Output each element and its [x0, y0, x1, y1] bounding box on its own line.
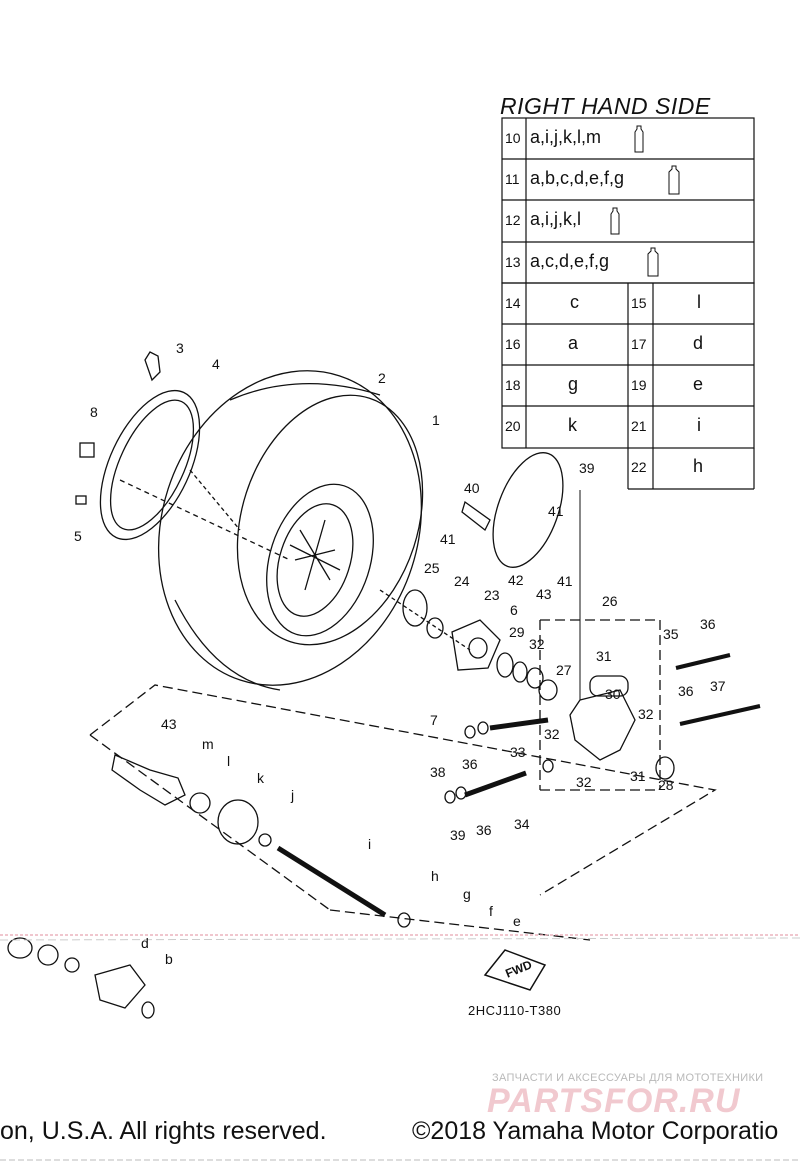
grease-tube-icon: [610, 207, 620, 235]
kit-parts: a,i,j,k,l: [530, 209, 582, 229]
item-number: 17: [631, 336, 647, 352]
callout: 2: [378, 370, 386, 386]
callout: 1: [432, 412, 440, 428]
drive-shaft-drawing: [111, 754, 411, 928]
fwd-arrow-outline: [483, 949, 547, 991]
callout: 41: [548, 503, 564, 519]
callout: 28: [658, 777, 674, 793]
callout: h: [431, 868, 439, 884]
kit-parts: a,i,j,k,l,m: [530, 127, 602, 147]
item-letter: c: [570, 292, 579, 312]
callout: 43: [161, 716, 177, 732]
callout: 39: [579, 460, 595, 476]
callout: 36: [462, 756, 478, 772]
grease-tube-icon: [668, 165, 680, 195]
item-letter: e: [693, 374, 704, 394]
item-number: 21: [631, 418, 647, 434]
item-number: 22: [631, 459, 647, 475]
item-letter: i: [697, 415, 701, 435]
kit-parts: a,c,d,e,f,g: [530, 251, 610, 271]
callout: 36: [476, 822, 492, 838]
callout: 7: [430, 712, 438, 728]
grease-tube-icon: [634, 125, 644, 153]
callout: 32: [638, 706, 654, 722]
callout: f: [489, 903, 493, 919]
item-letter: d: [693, 333, 704, 353]
item-number: 15: [631, 295, 647, 311]
callout: g: [463, 886, 471, 902]
callout: 31: [596, 648, 612, 664]
callout: 35: [663, 626, 679, 642]
item-letter: l: [697, 292, 701, 312]
callout: d: [141, 935, 149, 951]
callout: 32: [576, 774, 592, 790]
callout: l: [227, 753, 231, 769]
callout: m: [202, 736, 214, 752]
item-number: 20: [505, 418, 521, 434]
diagram-code: 2HCJ110-T380: [468, 1003, 562, 1018]
kit-number: 13: [505, 254, 521, 270]
kit-number: 10: [505, 130, 521, 146]
table-title: RIGHT HAND SIDE: [500, 93, 711, 119]
callout: 25: [424, 560, 440, 576]
callout: 36: [700, 616, 716, 632]
parts-table-grid: [501, 117, 755, 490]
kit-number: 12: [505, 212, 521, 228]
hub-drawing: [379, 589, 558, 701]
item-number: 18: [505, 377, 521, 393]
callout: i: [368, 836, 372, 852]
callout: 32: [529, 636, 545, 652]
callout: k: [257, 770, 264, 786]
beadlock-ring-drawing: [99, 389, 291, 561]
callout: j: [291, 787, 295, 803]
item-number: 19: [631, 377, 647, 393]
callout: 24: [454, 573, 470, 589]
callout: 27: [556, 662, 572, 678]
callout: b: [165, 951, 173, 967]
callout: 4: [212, 356, 220, 372]
wheel-rim-drawing: [266, 483, 374, 637]
callout: 43: [536, 586, 552, 602]
callout: 26: [602, 593, 618, 609]
callout: e: [513, 913, 521, 929]
callout: 31: [630, 768, 646, 784]
item-number: 16: [505, 336, 521, 352]
item-letter: g: [568, 374, 579, 394]
watermark-caption: ЗАПЧАСТИ И АКСЕССУАРЫ ДЛЯ МОТОТЕХНИКИ: [492, 1072, 764, 1084]
callout: 34: [514, 816, 530, 832]
callout: 37: [710, 678, 726, 694]
callout: 8: [90, 404, 98, 420]
grease-tube-icon: [647, 247, 659, 277]
callout: 3: [176, 340, 184, 356]
item-letter: k: [568, 415, 577, 435]
outer-cv-drawing: [7, 937, 155, 1019]
callout: 32: [544, 726, 560, 742]
callout: 6: [510, 602, 518, 618]
watermark-logo: PARTSFOR.RU: [487, 1082, 741, 1120]
callout: 41: [440, 531, 456, 547]
item-letter: a: [568, 333, 579, 353]
kit-parts: a,b,c,d,e,f,g: [530, 168, 625, 188]
footer-copyright: ©2018 Yamaha Motor Corporatio: [412, 1117, 779, 1145]
footer-rights: on, U.S.A. All rights reserved.: [0, 1117, 327, 1145]
callout: 29: [509, 624, 525, 640]
knuckle-drawing: [539, 619, 675, 791]
kit-number: 11: [505, 171, 520, 187]
callout: 36: [678, 683, 694, 699]
callout: 42: [508, 572, 524, 588]
callout: 33: [510, 744, 526, 760]
tire-drawing: [157, 370, 424, 691]
callout: 41: [557, 573, 573, 589]
item-number: 14: [505, 295, 521, 311]
callout: 23: [484, 587, 500, 603]
callout: 40: [464, 480, 480, 496]
item-letter: h: [693, 456, 704, 476]
callout: 5: [74, 528, 82, 544]
callout: 30: [605, 686, 621, 702]
callout: 38: [430, 764, 446, 780]
brake-disc-drawing: [461, 452, 581, 700]
callout: 39: [450, 827, 466, 843]
